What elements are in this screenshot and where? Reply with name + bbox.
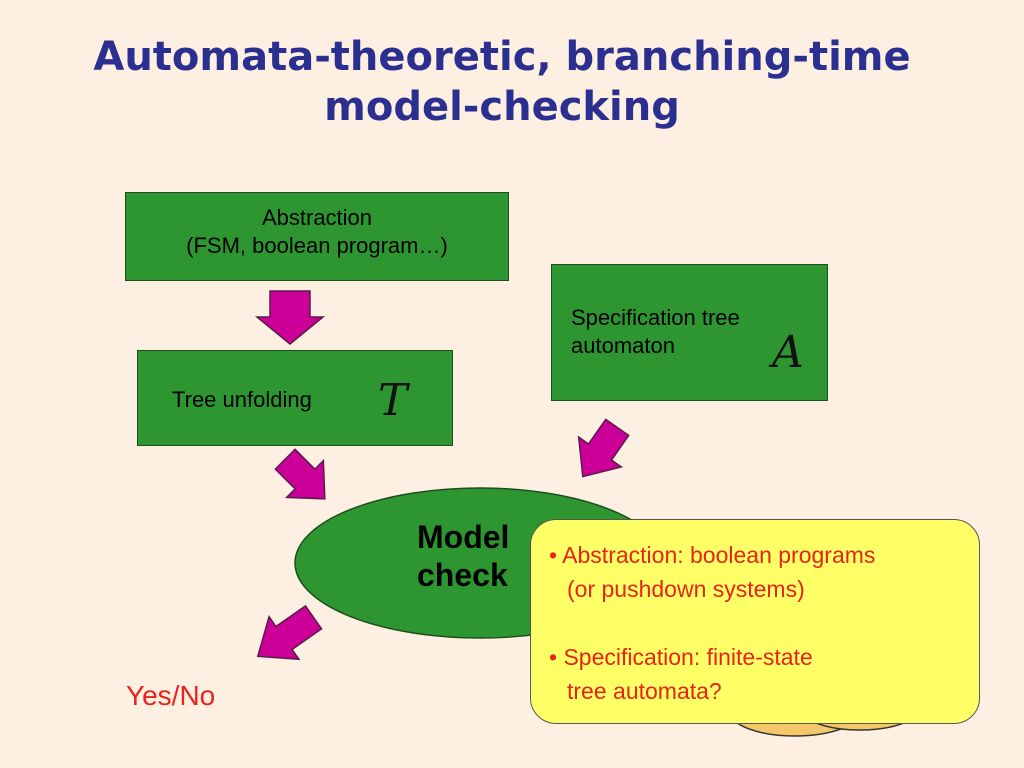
note-item-abstraction: • Abstraction: boolean programs (or push… xyxy=(549,538,979,606)
abstraction-box: Abstraction (FSM, boolean program…) xyxy=(125,192,509,281)
abstraction-line-1: Abstraction xyxy=(261,205,373,230)
result-label: Yes/No xyxy=(126,680,216,711)
model-checker-line-2: check xyxy=(417,557,508,593)
arrow-tree-to-model xyxy=(274,448,326,500)
note-item-1-line-1: • Abstraction: boolean programs xyxy=(549,542,876,568)
note-item-2-line-2: tree automata? xyxy=(567,678,722,704)
model-checker-line-1: Model xyxy=(417,519,510,555)
tree-unfolding-box: Tree unfolding T xyxy=(137,350,453,446)
note-item-1-line-2: (or pushdown systems) xyxy=(567,576,805,602)
arrow-abstraction-to-tree xyxy=(254,290,326,345)
title-line-1: Automata-theoretic, branching-time xyxy=(93,34,911,80)
callout-note: • Abstraction: boolean programs (or push… xyxy=(530,519,980,724)
automaton-symbol: A xyxy=(772,327,804,378)
arrow-spec-to-model xyxy=(577,418,630,478)
tree-symbol: T xyxy=(378,375,408,426)
specification-line-1: Specification tree xyxy=(571,305,740,330)
tree-unfolding-label: Tree unfolding xyxy=(172,387,312,412)
abstraction-line-2: (FSM, boolean program…) xyxy=(186,233,448,258)
title-line-2: model-checking xyxy=(324,84,680,130)
specification-line-2: automaton xyxy=(571,333,675,358)
note-item-2-line-1: • Specification: finite-state xyxy=(549,644,813,670)
arrow-model-to-result xyxy=(256,604,323,661)
note-item-specification: • Specification: finite-state tree autom… xyxy=(549,640,979,708)
model-checker-label: Model check xyxy=(417,518,509,594)
slide-title: Automata-theoretic, branching-time model… xyxy=(0,32,1004,132)
specification-box: Specification tree automaton A xyxy=(551,264,828,401)
